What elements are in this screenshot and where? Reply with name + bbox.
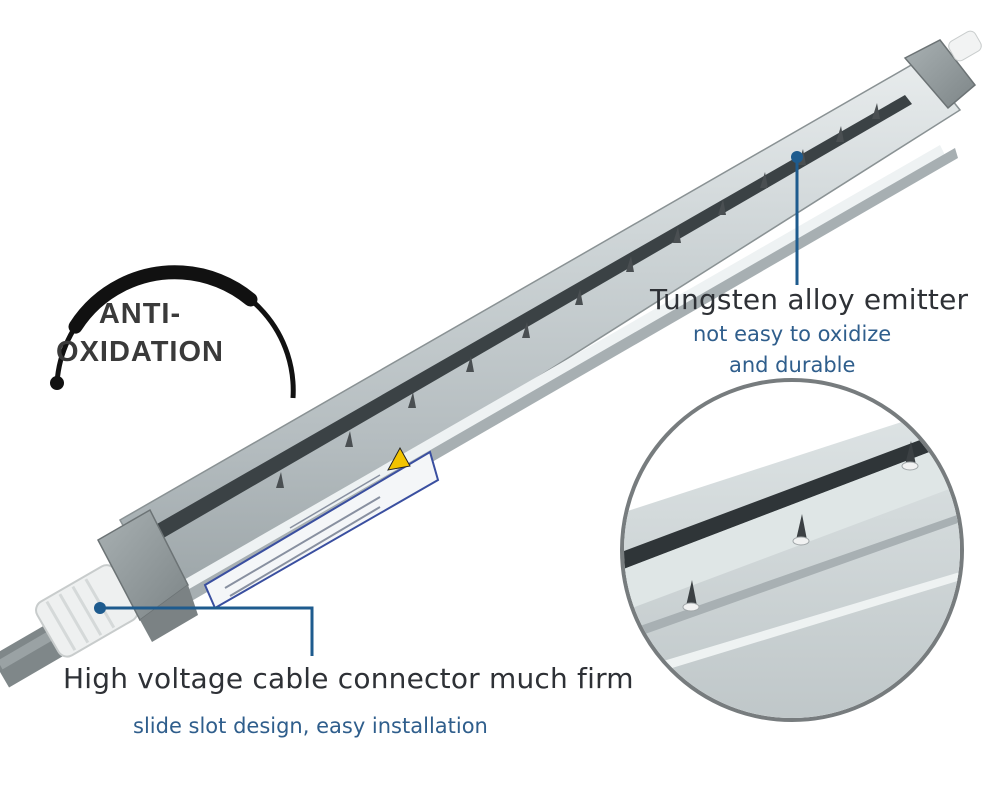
warning-label <box>203 446 440 610</box>
emitter-pins <box>276 103 880 488</box>
detail-zoom-circle <box>620 378 964 722</box>
anti-oxidation-arc <box>50 265 301 405</box>
cable-connector <box>35 564 139 658</box>
badge-line-1: ANTI- <box>98 298 182 330</box>
emitter-subtitle-line-2: and durable <box>729 353 856 377</box>
emitter-subtitle-line-1: not easy to oxidize <box>693 322 892 346</box>
emitter-callout <box>791 151 803 285</box>
connector-subtitle: slide slot design, easy installation <box>133 714 488 738</box>
connector-callout <box>94 602 314 656</box>
high-voltage-cable <box>0 624 65 688</box>
connector-title: High voltage cable connector much firm <box>63 662 634 695</box>
end-cap-right <box>903 30 982 110</box>
badge-line-2: OXIDATION <box>56 336 224 368</box>
end-cap-left <box>97 508 198 642</box>
ion-bar <box>118 59 962 612</box>
emitter-title: Tungsten alloy emitter <box>650 283 969 316</box>
